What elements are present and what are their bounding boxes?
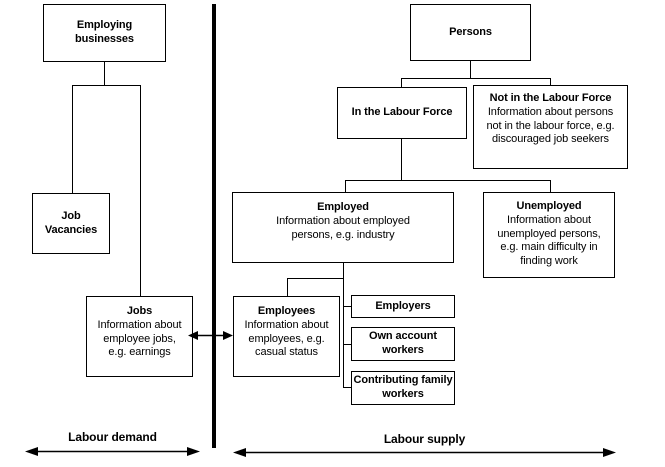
connector [343, 263, 344, 387]
connector [345, 180, 346, 192]
unemployed-title: Unemployed [516, 200, 582, 212]
connector [287, 278, 288, 296]
employing-businesses-box: Employing businesses [43, 4, 166, 62]
jobs-description: Information about employee jobs, e.g. ea… [97, 318, 182, 359]
employing-businesses-title: Employing businesses [75, 19, 134, 45]
job-vacancies-box: Job Vacancies [32, 193, 110, 254]
contributing-family-workers-box: Contributing family workers [351, 371, 455, 405]
own-account-workers-title: Own account workers [369, 330, 437, 356]
not-in-labour-force-title: Not in the Labour Force [489, 92, 612, 104]
jobs-box: Jobs Information about employee jobs, e.… [86, 296, 193, 377]
unemployed-box: Unemployed Information about unemployed … [483, 192, 615, 278]
unemployed-description: Information about unemployed persons, e.… [497, 213, 601, 267]
persons-title: Persons [449, 25, 492, 38]
connector [287, 278, 344, 279]
connector [343, 387, 351, 388]
connector [470, 61, 471, 78]
labour-demand-label: Labour demand [68, 430, 157, 444]
in-labour-force-title: In the Labour Force [351, 106, 453, 119]
employed-box: Employed Information about employed pers… [232, 192, 454, 263]
in-labour-force-box: In the Labour Force [337, 87, 467, 139]
labour-supply-label: Labour supply [383, 432, 466, 446]
employees-box: Employees Information about employees, e… [233, 296, 340, 377]
job-vacancies-title: Job Vacancies [44, 209, 98, 236]
connector [550, 78, 551, 85]
employed-description: Information about employed persons, e.g.… [276, 214, 410, 241]
employees-description: Information about employees, e.g. casual… [244, 318, 329, 359]
connector [72, 85, 73, 193]
own-account-workers-box: Own account workers [351, 327, 455, 361]
connector [401, 78, 402, 87]
contributing-family-workers-title: Contributing family workers [353, 374, 453, 400]
labour-demand-double-arrow-icon [25, 447, 200, 456]
connector [345, 180, 551, 181]
employed-title: Employed [317, 201, 369, 213]
persons-box: Persons [410, 4, 531, 61]
labour-supply-double-arrow-icon [233, 448, 616, 457]
employees-title: Employees [257, 305, 316, 317]
jobs-title: Jobs [126, 305, 153, 317]
jobs-employees-double-arrow-icon [188, 331, 233, 340]
connector [72, 85, 141, 86]
not-in-labour-force-description: Information about persons not in the lab… [486, 105, 615, 146]
employers-box: Employers [351, 295, 455, 318]
connector [140, 85, 141, 296]
connector [550, 180, 551, 192]
connector [401, 78, 551, 79]
connector [343, 306, 351, 307]
demand-supply-divider [212, 4, 216, 448]
connector [104, 62, 105, 85]
employers-title: Employers [375, 299, 431, 312]
not-in-labour-force-box: Not in the Labour Force Information abou… [473, 85, 628, 169]
connector [343, 344, 351, 345]
connector [401, 139, 402, 180]
